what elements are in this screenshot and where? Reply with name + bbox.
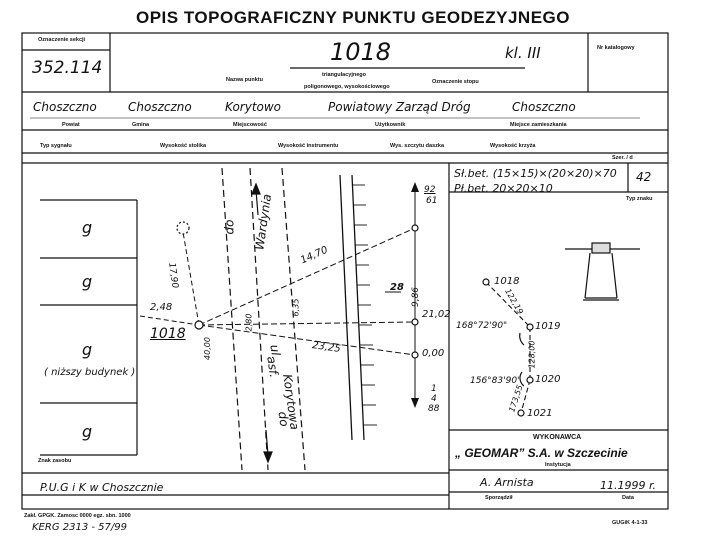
- roof-height-label: Wys. szczytu daszka: [390, 143, 445, 149]
- distance-small2: 6,35: [291, 298, 301, 317]
- stabilization-lower: Pł.bet. 20×20×10: [454, 182, 553, 195]
- uzytkownik-value: Powiatowy Zarząd Dróg: [328, 100, 471, 114]
- point-class: kl. III: [505, 44, 541, 62]
- point-name-label: Nazwa punktu: [226, 77, 263, 83]
- stabilization-upper: Sł.bet. (15×15)×(20×20)×70: [454, 167, 617, 180]
- row1-mark: g: [82, 218, 93, 237]
- uzytkownik-label: Użytkownik: [375, 122, 406, 128]
- institution-label: Instytucja: [545, 462, 571, 468]
- miejsce-value: Choszczno: [512, 100, 576, 114]
- page-title: OPIS TOPOGRAFICZNY PUNKTU GEODEZYJNEGO: [136, 8, 570, 27]
- distance-small1: 2,80: [244, 313, 254, 332]
- road-label-bottom: do: [275, 410, 292, 428]
- point-number: 1018: [330, 38, 392, 66]
- distance-top: 92: [424, 185, 436, 195]
- road-label-top: do: [222, 219, 237, 235]
- company-name: „ GEOMAR” S.A. w Szczecinie: [455, 446, 628, 460]
- distance-zero: 0,00: [422, 348, 445, 359]
- section-label: Oznaczenie sekcji: [38, 37, 86, 43]
- author-date: 11.1999 r.: [600, 479, 656, 492]
- distance-left: 2,48: [150, 302, 173, 313]
- distance-bottom-n: 88: [428, 404, 440, 414]
- network-point-1019: 1019: [535, 321, 561, 332]
- row3-note: ( niższy budynek ): [44, 367, 136, 378]
- miejscowosc-value: Korytowo: [225, 100, 282, 114]
- instrument-height-label: Wysokość instrumentu: [278, 143, 339, 149]
- distance-v1: 9,86: [411, 286, 422, 308]
- network-angle-1: 168°72'90": [456, 321, 508, 331]
- asphalt-label: asf.: [264, 355, 282, 379]
- network-point-1020: 1020: [535, 374, 561, 385]
- section-number: 352.114: [32, 58, 103, 78]
- sketch-point-label: 1018: [150, 326, 186, 342]
- distance-top-sub: 61: [426, 196, 438, 206]
- form-code: GUGiK 4-1-33: [612, 520, 648, 526]
- executor-label: WYKONAWCA: [533, 434, 582, 441]
- distance-point: 40,00: [202, 337, 212, 360]
- miejscowosc-label: Miejscowość: [233, 122, 267, 128]
- polygon-label: poligonowego, wysokościowego: [304, 84, 390, 90]
- network-point-1021: 1021: [527, 408, 553, 419]
- triangulation-label: triangulacyjnego: [322, 72, 367, 78]
- catalog-number-label: Nr katalogowy: [597, 45, 635, 51]
- miejsce-label: Miejsce zamieszkania: [510, 122, 567, 128]
- gmina-label: Gmina: [132, 122, 150, 128]
- kerg-number: KERG 2313 - 57/99: [32, 522, 127, 533]
- stop-label: Oznaczenie stopu: [432, 79, 479, 85]
- prepared-by-label: Sporządził: [485, 495, 513, 501]
- powiat-value: Choszczno: [33, 100, 97, 114]
- gmina-value: Choszczno: [128, 100, 192, 114]
- mark-type-label: Typ znaku: [626, 196, 653, 202]
- distance-bottom-sub: 4: [431, 394, 437, 404]
- signal-type-label: Typ sygnału: [40, 143, 72, 149]
- cross-height-label: Wysokość krzyża: [490, 143, 536, 149]
- distance-mark: 28: [390, 282, 404, 293]
- network-angle-2: 156°83'90": [470, 376, 522, 386]
- network-point-1018: 1018: [494, 276, 520, 287]
- row3-mark: g: [82, 340, 93, 359]
- resource-mark-value: P.U.G i K w Choszcznie: [40, 481, 164, 494]
- distance-v2: 21,02: [422, 309, 451, 320]
- row4-mark: g: [82, 422, 93, 441]
- print-note: Zakł. GPGK. Zamosc 0000 egz. sbn. 1000: [24, 513, 131, 519]
- powiat-label: Powiat: [62, 122, 80, 128]
- width-label: Szer. / d: [612, 155, 633, 161]
- distance-bottom: 1: [431, 384, 437, 394]
- table-height-label: Wysokość stolika: [160, 143, 207, 149]
- resource-mark-label: Znak zasobu: [38, 458, 72, 464]
- row2-mark: g: [82, 272, 93, 291]
- date-label: Data: [622, 495, 634, 501]
- network-distance-2: 128,00: [527, 340, 537, 369]
- author-name: A. Arnista: [480, 476, 534, 489]
- mark-type-value: 42: [636, 170, 652, 184]
